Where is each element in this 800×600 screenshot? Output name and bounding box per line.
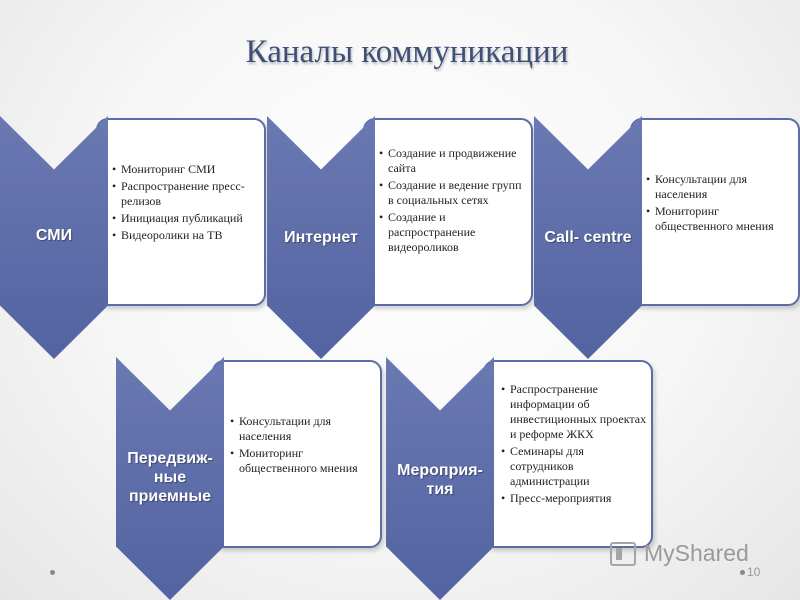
channel-details-box-smi: Мониторинг СМИ Распространение пресс-рел… bbox=[96, 118, 266, 306]
channel-details-box-call-centre: Консультации для населения Мониторинг об… bbox=[630, 118, 800, 306]
channel-details-list: Консультации для населения Мониторинг об… bbox=[230, 414, 378, 478]
list-item: Инициация публикаций bbox=[112, 211, 262, 226]
list-item: Создание и ведение групп в социальных се… bbox=[379, 178, 529, 208]
channel-details-list: Консультации для населения Мониторинг об… bbox=[646, 172, 796, 236]
watermark-text: MyShared bbox=[644, 540, 749, 566]
list-item: Пресс-мероприятия bbox=[501, 491, 649, 506]
watermark: MyShared bbox=[610, 540, 749, 567]
list-item: Мониторинг общественного мнения bbox=[646, 204, 796, 234]
channel-details-list: Создание и продвижение сайта Создание и … bbox=[379, 146, 529, 257]
slide-dot-right bbox=[740, 570, 745, 575]
list-item: Видеоролики на ТВ bbox=[112, 228, 262, 243]
list-item: Создание и распространение видеороликов bbox=[379, 210, 529, 255]
channel-details-box-mobile-reception: Консультации для населения Мониторинг об… bbox=[212, 360, 382, 548]
channel-details-box-events: Распространение информации об инвестицио… bbox=[483, 360, 653, 548]
label-line: тия bbox=[426, 481, 454, 498]
channel-details-list: Распространение информации об инвестицио… bbox=[501, 382, 649, 508]
list-item: Создание и продвижение сайта bbox=[379, 146, 529, 176]
list-item: Консультации для населения bbox=[646, 172, 796, 202]
list-item: Семинары для сотрудников администрации bbox=[501, 444, 649, 489]
list-item: Мониторинг общественного мнения bbox=[230, 446, 378, 476]
channel-label-internet: Интернет bbox=[284, 229, 358, 246]
list-item: Распространение информации об инвестицио… bbox=[501, 382, 649, 442]
label-line: приемные bbox=[128, 488, 212, 505]
channel-details-list: Мониторинг СМИ Распространение пресс-рел… bbox=[112, 162, 262, 245]
label-line: ные bbox=[153, 469, 187, 486]
page-number: 10 bbox=[747, 565, 761, 579]
label-line: Мероприя- bbox=[397, 462, 483, 479]
list-item: Консультации для населения bbox=[230, 414, 378, 444]
list-item: Распространение пресс-релизов bbox=[112, 179, 262, 209]
slide-dot-left bbox=[50, 570, 55, 575]
channel-label-smi: СМИ bbox=[35, 227, 73, 244]
channel-details-box-internet: Создание и продвижение сайта Создание и … bbox=[363, 118, 533, 306]
channel-label-events: Мероприя- тия bbox=[386, 461, 494, 499]
myshared-logo-icon bbox=[610, 541, 636, 566]
channel-label-mobile-reception: Передвиж- ные приемные bbox=[116, 449, 224, 506]
slide-title: Каналы коммуникации bbox=[245, 34, 569, 70]
label-line: Передвиж- bbox=[127, 450, 213, 467]
list-item: Мониторинг СМИ bbox=[112, 162, 262, 177]
channel-label-call-centre: Call- centre bbox=[544, 229, 632, 246]
